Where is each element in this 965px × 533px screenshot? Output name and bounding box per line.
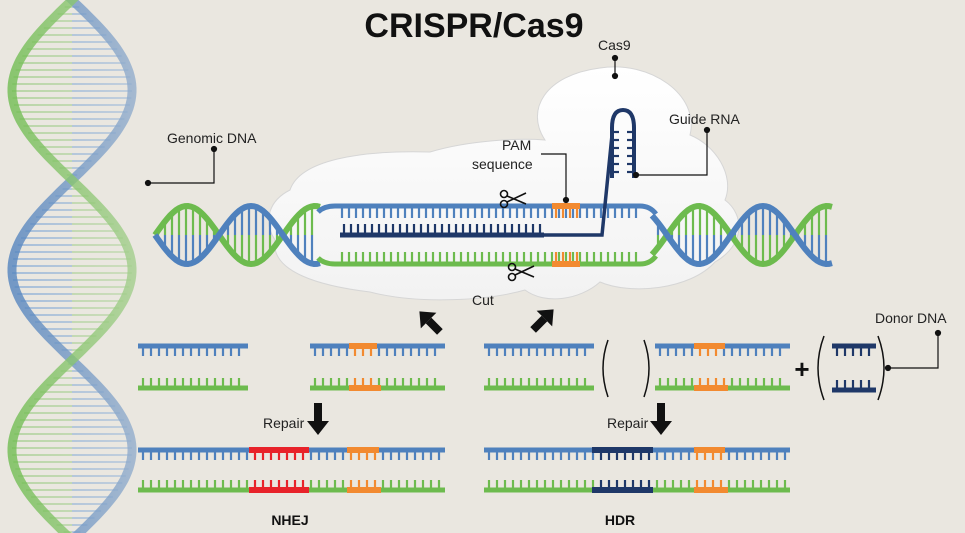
genomic-dna-label: Genomic DNA bbox=[167, 130, 257, 146]
guide-rna-label: Guide RNA bbox=[669, 111, 740, 127]
repair-label-hdr: Repair bbox=[607, 415, 649, 431]
plus-sign: + bbox=[794, 354, 809, 384]
background-dna-helix bbox=[0, 0, 170, 533]
callout-lines bbox=[144, 54, 942, 372]
dna-strand-green bbox=[152, 202, 321, 268]
pam-label-line2: sequence bbox=[472, 156, 533, 172]
arrow-down-left-icon bbox=[419, 311, 443, 335]
guide-connector bbox=[544, 134, 614, 237]
donor-dna-label: Donor DNA bbox=[875, 310, 947, 326]
arrow-down-icon bbox=[307, 403, 329, 435]
guide-loop bbox=[610, 107, 636, 178]
arrow-down-icon bbox=[650, 403, 672, 435]
genomic-dna-helix bbox=[152, 202, 833, 268]
dna-strand-blue bbox=[649, 202, 833, 268]
nhej-label: NHEJ bbox=[271, 512, 308, 528]
brackets bbox=[602, 335, 885, 401]
hdr-label: HDR bbox=[605, 512, 635, 528]
dna-strand-blue bbox=[152, 202, 321, 268]
cas9-label: Cas9 bbox=[598, 37, 631, 53]
pam-segment-top bbox=[552, 203, 580, 209]
scissors-icon bbox=[499, 189, 527, 209]
repair-label-nhej: Repair bbox=[263, 415, 305, 431]
scissors-icon bbox=[507, 262, 535, 282]
guide-rna bbox=[544, 107, 636, 237]
arrows bbox=[307, 309, 672, 435]
dna-unwound-bottom bbox=[316, 254, 658, 267]
dna-fragments bbox=[138, 343, 876, 493]
pam-segment-bottom bbox=[552, 261, 580, 267]
helix-fade bbox=[0, 0, 170, 533]
dna-unwound-top bbox=[316, 203, 658, 216]
cas9-protein bbox=[268, 66, 740, 301]
pam-label-line1: PAM bbox=[502, 137, 531, 153]
cut-label: Cut bbox=[472, 292, 494, 308]
dna-strand-green bbox=[649, 202, 833, 268]
arrow-down-right-icon bbox=[530, 309, 554, 333]
page-title: CRISPR/Cas9 bbox=[364, 7, 583, 45]
